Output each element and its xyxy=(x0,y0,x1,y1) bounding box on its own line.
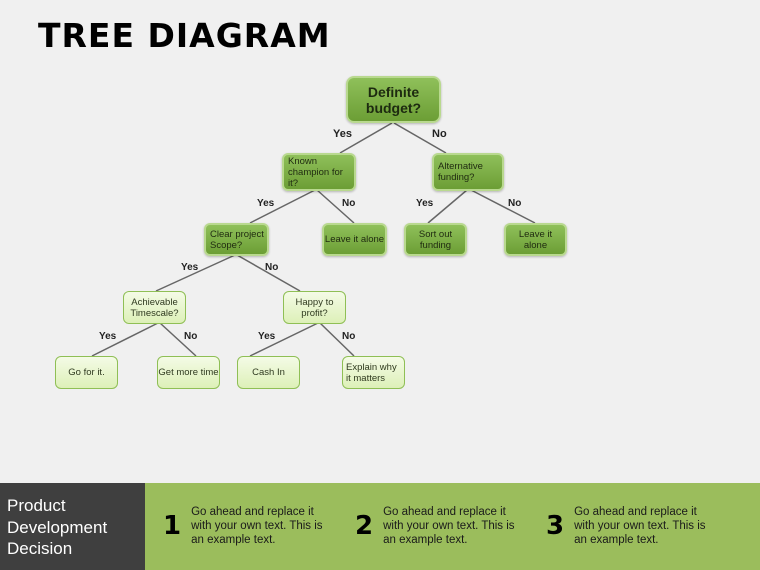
edge xyxy=(249,189,316,224)
node-get-more-time: Get more time xyxy=(157,356,220,389)
node-go-for-it: Go for it. xyxy=(55,356,118,389)
footer-item-3: 3 Go ahead and replace it with your own … xyxy=(546,505,709,547)
edge-label-yes: Yes xyxy=(99,331,117,342)
node-sort-out-funding: Sort out funding xyxy=(404,223,467,256)
edge xyxy=(470,189,536,224)
footer-item-2: 2 Go ahead and replace it with your own … xyxy=(355,505,518,547)
edge xyxy=(155,254,236,292)
footer-item-text: Go ahead and replace it with your own te… xyxy=(574,506,706,546)
edge-label-no: No xyxy=(184,331,198,342)
node-explain-why: Explain why it matters xyxy=(342,356,405,389)
edge-label-yes: Yes xyxy=(181,262,199,273)
edge-label-no: No xyxy=(508,198,522,209)
node-cash-in: Cash In xyxy=(237,356,300,389)
node-alternative-funding: Alternative funding? xyxy=(432,153,504,191)
footer-item-text: Go ahead and replace it with your own te… xyxy=(383,506,515,546)
edge-label-yes: Yes xyxy=(333,128,352,140)
node-leave-it-alone-2: Leave it alone xyxy=(504,223,567,256)
footer: Product Development Decision 1 Go ahead … xyxy=(0,483,760,570)
node-happy-to-profit: Happy to profit? xyxy=(283,291,346,324)
edge-label-yes: Yes xyxy=(416,198,434,209)
footer-item-number: 3 xyxy=(546,511,565,541)
node-leave-it-alone-1: Leave it alone xyxy=(322,223,387,256)
page-title: TREE DIAGRAM xyxy=(38,16,331,55)
edge xyxy=(393,122,447,154)
edge-label-yes: Yes xyxy=(258,331,276,342)
footer-item-1: 1 Go ahead and replace it with your own … xyxy=(163,505,326,547)
edge xyxy=(316,189,355,224)
footer-heading: Product Development Decision xyxy=(0,483,145,570)
tree-edges xyxy=(91,122,536,357)
footer-item-text: Go ahead and replace it with your own te… xyxy=(191,506,323,546)
footer-item-number: 2 xyxy=(355,511,374,541)
edge-label-no: No xyxy=(265,262,279,273)
edge xyxy=(427,189,468,224)
edge xyxy=(236,254,301,292)
footer-item-number: 1 xyxy=(163,511,182,541)
edge xyxy=(159,322,197,357)
node-clear-scope: Clear project Scope? xyxy=(204,223,269,256)
edge xyxy=(319,322,355,357)
node-definite-budget: Definite budget? xyxy=(346,76,441,123)
node-known-champion: Known champion for it? xyxy=(282,153,356,191)
edge-label-yes: Yes xyxy=(257,198,275,209)
edge-label-no: No xyxy=(342,331,356,342)
edge-label-no: No xyxy=(432,128,447,140)
node-achievable-timescale: Achievable Timescale? xyxy=(123,291,186,324)
edge xyxy=(339,122,393,154)
edge xyxy=(91,322,159,357)
edge-label-no: No xyxy=(342,198,356,209)
edge xyxy=(249,322,319,357)
